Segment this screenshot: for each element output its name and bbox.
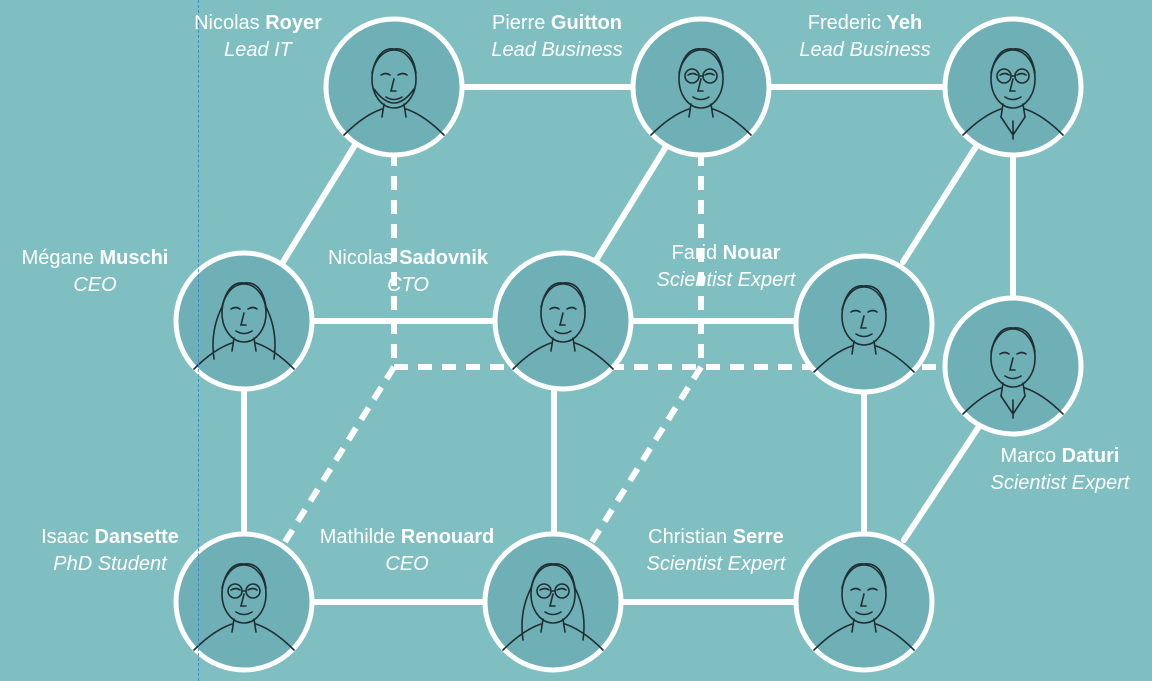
role: Scientist Expert <box>646 553 786 575</box>
label-nouar: Farid Nouar Scientist Expert <box>638 240 814 294</box>
role: CEO <box>73 274 117 296</box>
role: CEO <box>385 553 429 575</box>
role: CTO <box>387 274 429 296</box>
man-glasses-suit-sketch <box>962 48 1064 140</box>
woman-long-hair-sketch <box>193 282 295 370</box>
older-man-sketch <box>813 563 915 651</box>
portrait-frame <box>793 253 935 395</box>
label-dansette: Isaac Dansette PhD Student <box>20 524 200 578</box>
last-name: Guitton <box>550 12 622 34</box>
portrait-frame <box>793 531 935 673</box>
portrait-serre <box>793 531 935 673</box>
edge-guitton-sadovnik <box>592 142 670 265</box>
portrait-frame <box>492 250 634 392</box>
last-name: Sadovnik <box>399 247 489 269</box>
portrait-renouard <box>482 531 624 673</box>
man-suit-tie-sketch <box>962 327 1064 419</box>
first-name: Mégane <box>21 247 94 269</box>
role: Scientist Expert <box>990 472 1130 494</box>
role: Lead Business <box>491 39 623 61</box>
role: Lead IT <box>224 39 292 61</box>
last-name: Yeh <box>886 12 923 34</box>
label-serre: Christian Serre Scientist Expert <box>628 524 804 578</box>
last-name: Serre <box>732 526 784 548</box>
last-name: Muschi <box>99 247 169 269</box>
role: PhD Student <box>53 553 167 575</box>
portrait-nouar <box>793 253 935 395</box>
label-guitton: Pierre Guitton Lead Business <box>472 10 642 64</box>
portrait-frame <box>630 16 772 158</box>
first-name: Frederic <box>807 12 882 34</box>
portrait-frame <box>173 250 315 392</box>
label-sadovnik: Nicolas Sadovnik CTO <box>312 245 504 299</box>
first-name: Christian <box>648 526 728 548</box>
first-name: Mathilde <box>319 526 396 548</box>
edge-royer-muschi <box>280 142 358 265</box>
last-name: Dansette <box>94 526 179 548</box>
first-name: Nicolas <box>194 12 260 34</box>
edge-yeh-nouar <box>900 142 980 265</box>
edge-daturi-serre <box>901 425 981 543</box>
portrait-sadovnik <box>492 250 634 392</box>
man-round-glasses-sketch <box>193 563 295 651</box>
bald-man-glasses-sketch <box>650 48 752 136</box>
first-name: Nicolas <box>327 247 394 269</box>
woman-curly-hair-glasses-sketch <box>502 563 604 651</box>
young-man-sketch <box>512 282 614 370</box>
ruler-guide-line <box>198 0 199 681</box>
portrait-guitton <box>630 16 772 158</box>
last-name: Nouar <box>722 242 781 264</box>
label-muschi: Mégane Muschi CEO <box>4 245 186 299</box>
last-name: Royer <box>265 12 322 34</box>
role: Lead Business <box>799 39 931 61</box>
portrait-yeh <box>942 16 1084 158</box>
first-name: Marco <box>1000 445 1057 467</box>
last-name: Daturi <box>1061 445 1120 467</box>
label-royer: Nicolas Royer Lead IT <box>178 10 338 64</box>
hidden-edge-back-renouard <box>587 365 704 547</box>
first-name: Isaac <box>41 526 89 548</box>
smiling-man-sketch <box>813 285 915 373</box>
portrait-royer <box>323 16 465 158</box>
bearded-man-sketch <box>343 48 445 136</box>
first-name: Pierre <box>491 12 546 34</box>
first-name: Farid <box>671 242 718 264</box>
portrait-dansette <box>173 531 315 673</box>
label-daturi: Marco Daturi Scientist Expert <box>970 443 1150 497</box>
portrait-muschi <box>173 250 315 392</box>
label-renouard: Mathilde Renouard CEO <box>300 524 514 578</box>
hidden-edge-back-dansette <box>280 365 397 547</box>
role: Scientist Expert <box>656 269 796 291</box>
last-name: Renouard <box>400 526 495 548</box>
portrait-daturi <box>942 295 1084 437</box>
label-yeh: Frederic Yeh Lead Business <box>780 10 950 64</box>
portrait-frame <box>323 16 465 158</box>
